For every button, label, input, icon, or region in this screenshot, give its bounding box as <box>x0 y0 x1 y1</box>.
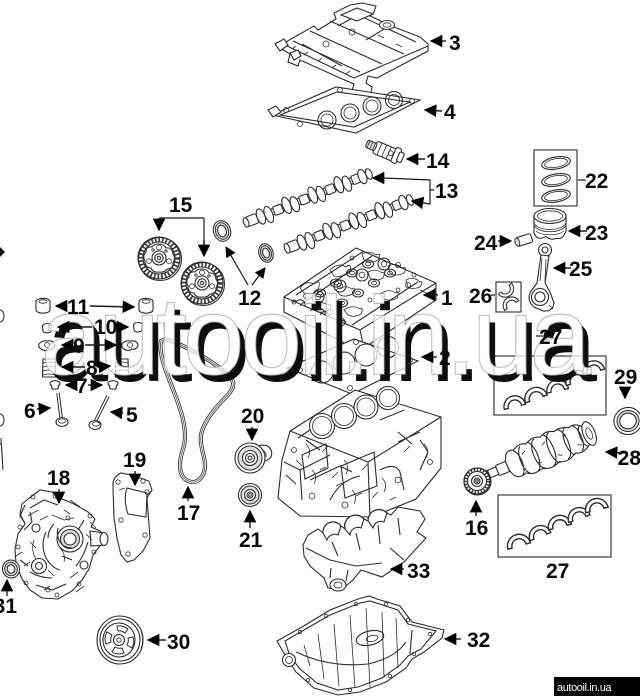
svg-text:autooil.in.ua: autooil.in.ua <box>47 282 598 405</box>
svg-text:autooil.in.ua: autooil.in.ua <box>557 682 612 694</box>
svg-text:11: 11 <box>67 296 90 319</box>
svg-text:16: 16 <box>465 517 488 540</box>
svg-text:3: 3 <box>449 32 461 55</box>
svg-text:30: 30 <box>167 631 190 654</box>
svg-text:10: 10 <box>94 316 117 339</box>
svg-text:20: 20 <box>241 405 264 428</box>
svg-text:1: 1 <box>441 287 453 310</box>
svg-text:26: 26 <box>469 285 492 308</box>
svg-text:13: 13 <box>435 180 458 203</box>
svg-text:33: 33 <box>407 560 430 583</box>
svg-text:12: 12 <box>238 287 261 310</box>
svg-text:23: 23 <box>585 222 608 245</box>
svg-text:2: 2 <box>439 347 451 370</box>
svg-text:18: 18 <box>47 467 71 490</box>
svg-text:4: 4 <box>444 101 456 124</box>
svg-text:19: 19 <box>123 449 146 472</box>
svg-text:21: 21 <box>239 529 263 552</box>
svg-text:5: 5 <box>126 404 138 427</box>
svg-text:27: 27 <box>539 326 562 349</box>
svg-text:31: 31 <box>0 595 17 618</box>
svg-text:32: 32 <box>467 629 490 652</box>
svg-text:27: 27 <box>546 560 569 583</box>
svg-text:14: 14 <box>426 150 450 173</box>
svg-text:29: 29 <box>614 366 637 389</box>
svg-text:9: 9 <box>73 335 85 358</box>
svg-text:7: 7 <box>76 375 88 398</box>
svg-text:25: 25 <box>569 258 593 281</box>
svg-text:17: 17 <box>177 502 200 525</box>
svg-text:28: 28 <box>618 447 640 470</box>
svg-text:15: 15 <box>169 194 193 217</box>
svg-text:8: 8 <box>86 357 98 380</box>
svg-text:autooil.in.ua: autooil.in.ua <box>41 275 592 398</box>
svg-text:22: 22 <box>585 170 608 193</box>
svg-text:24: 24 <box>474 232 498 255</box>
svg-text:6: 6 <box>24 400 36 423</box>
